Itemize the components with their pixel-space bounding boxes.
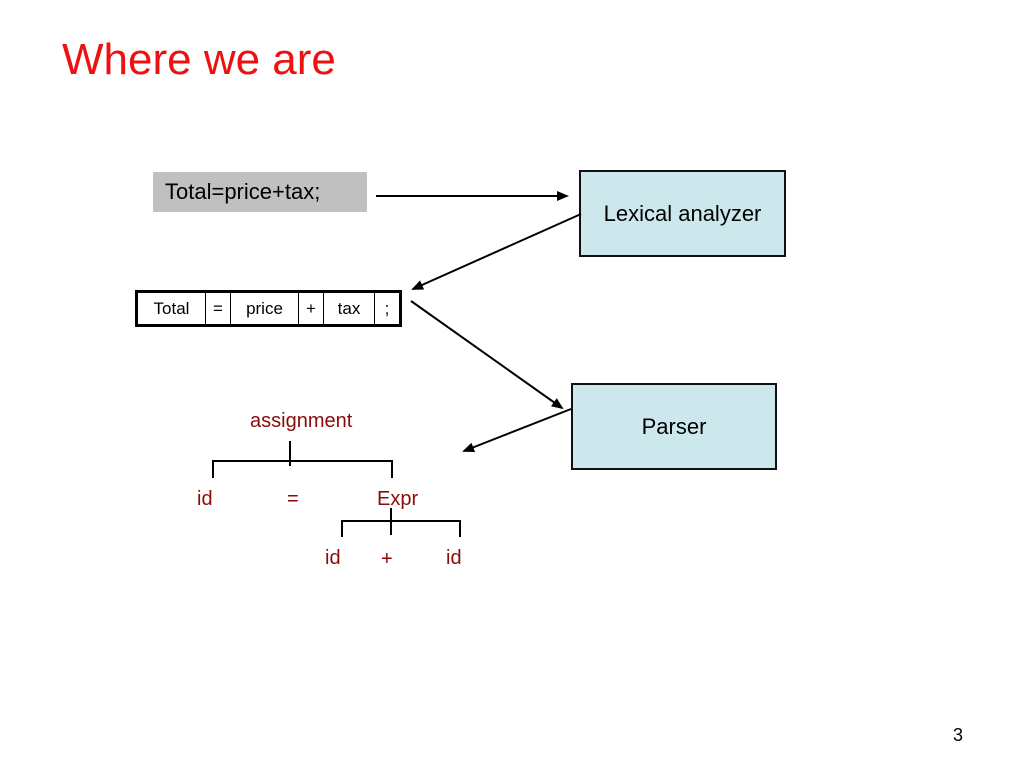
tree-node-id-left: id [325, 547, 341, 569]
tree-node-equals: = [287, 488, 299, 510]
token-tax: tax [324, 293, 375, 324]
arrow-parser-to-tree [462, 408, 572, 453]
parse-tree-edges [212, 441, 461, 537]
token-equals: = [206, 293, 231, 324]
token-total: Total [138, 293, 206, 324]
arrow-tokens-to-parser [410, 300, 564, 410]
arrow-lexer-to-tokens [411, 213, 582, 290]
token-semicolon: ; [384, 298, 390, 318]
tree-node-expr: Expr [377, 488, 419, 510]
tree-node-id-right: id [446, 547, 462, 569]
slide-title: Where we are [62, 35, 336, 84]
lexical-analyzer-label: Lexical analyzer [603, 200, 762, 226]
tree-node-assignment: assignment [250, 410, 353, 432]
tree-level1-bracket [212, 460, 393, 478]
lexical-analyzer-box: Lexical analyzer [579, 170, 786, 257]
page-number: 3 [952, 725, 963, 745]
parser-box: Parser [571, 383, 777, 470]
tree-level2-bracket [341, 520, 461, 537]
tree-node-plus: + [381, 548, 393, 570]
token-price: price [231, 293, 299, 324]
token-stream: Total = price + tax ; [135, 290, 402, 327]
parser-label: Parser [641, 413, 707, 439]
source-code-box: Total=price+tax; [153, 172, 367, 212]
token-plus: + [299, 293, 324, 324]
tree-node-id: id [197, 488, 213, 510]
